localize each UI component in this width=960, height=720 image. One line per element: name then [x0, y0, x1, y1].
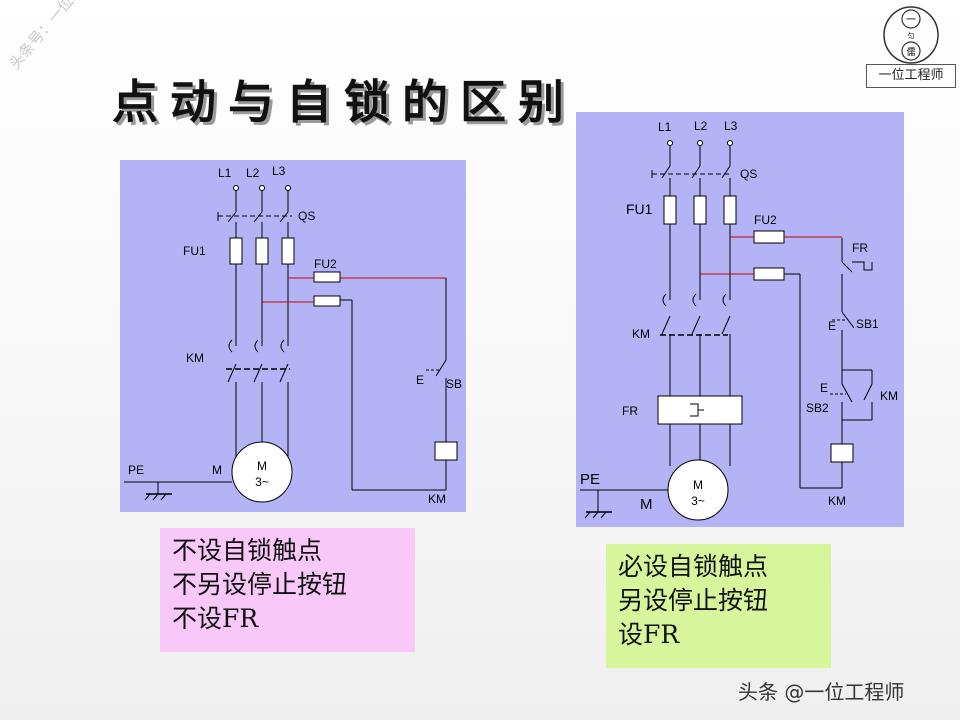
- motor-symbol: [231, 441, 293, 503]
- watermark: 头条号：一位工程师: [5, 0, 107, 73]
- label-pe: PE: [128, 463, 144, 477]
- motor-m-text: M: [257, 459, 267, 473]
- label-e-1: E: [828, 319, 836, 333]
- label-m: M: [640, 496, 653, 513]
- note-right: 必设自锁触点 另设停止按钮 设FR: [606, 544, 831, 668]
- label-km-self-lock: KM: [880, 389, 898, 403]
- label-qs: QS: [298, 209, 315, 223]
- motor-phase-text: 3~: [691, 494, 705, 508]
- self-lock-circuit-diagram: M 3~ L1 L2 L3 QS FU1 FU2 FR E SB1 KM E S…: [576, 112, 904, 527]
- note-left: 不设自锁触点 不另设停止按钮 不设FR: [160, 528, 415, 652]
- note-right-line-2: 另设停止按钮: [618, 586, 769, 615]
- logo-top-glyph: 一: [906, 15, 916, 26]
- label-qs: QS: [740, 167, 757, 181]
- label-l2: L2: [246, 166, 260, 180]
- logo-mid-glyph: 匀: [908, 31, 915, 40]
- motor-symbol: [667, 459, 729, 521]
- label-km: KM: [632, 327, 650, 341]
- label-l3: L3: [724, 119, 738, 133]
- label-l3: L3: [272, 164, 286, 178]
- note-right-line-1: 必设自锁触点: [618, 552, 769, 581]
- page-title: 点动与自锁的区别: [112, 75, 576, 129]
- label-l2: L2: [694, 119, 708, 133]
- label-km: KM: [186, 351, 204, 365]
- footer-attribution: 头条 @一位工程师: [738, 680, 905, 704]
- note-left-line-3: 不设FR: [172, 604, 259, 633]
- label-fr-contact: FR: [852, 241, 868, 255]
- motor-m-text: M: [693, 478, 703, 492]
- note-right-line-3: 设FR: [618, 620, 680, 649]
- label-fr: FR: [622, 404, 638, 418]
- logo: 一 匀 儒 一位工程师: [866, 2, 956, 88]
- label-sb1: SB1: [856, 317, 879, 331]
- label-fu2: FU2: [314, 257, 337, 271]
- label-km-coil: KM: [428, 492, 446, 506]
- jog-circuit-diagram: M 3~ L1 L2 L3 QS FU1 FU2 KM E SB KM PE M: [120, 160, 466, 512]
- logo-bottom-glyph: 儒: [906, 46, 915, 58]
- label-fu1: FU1: [183, 244, 206, 258]
- label-fu1: FU1: [626, 201, 653, 217]
- motor-phase-text: 3~: [255, 475, 269, 489]
- label-fu2: FU2: [754, 213, 777, 227]
- label-m: M: [212, 463, 222, 477]
- logo-emblem-icon: 一 匀 儒: [883, 6, 939, 64]
- label-sb2: SB2: [806, 401, 829, 415]
- logo-text: 一位工程师: [866, 64, 956, 88]
- label-km-coil: KM: [828, 494, 846, 508]
- label-l1: L1: [218, 166, 232, 180]
- label-e: E: [416, 373, 424, 387]
- label-sb: SB: [446, 377, 462, 391]
- label-pe: PE: [580, 471, 600, 488]
- note-left-line-1: 不设自锁触点: [172, 536, 323, 565]
- label-e-2: E: [820, 381, 828, 395]
- note-left-line-2: 不另设停止按钮: [172, 570, 348, 599]
- label-l1: L1: [658, 120, 672, 134]
